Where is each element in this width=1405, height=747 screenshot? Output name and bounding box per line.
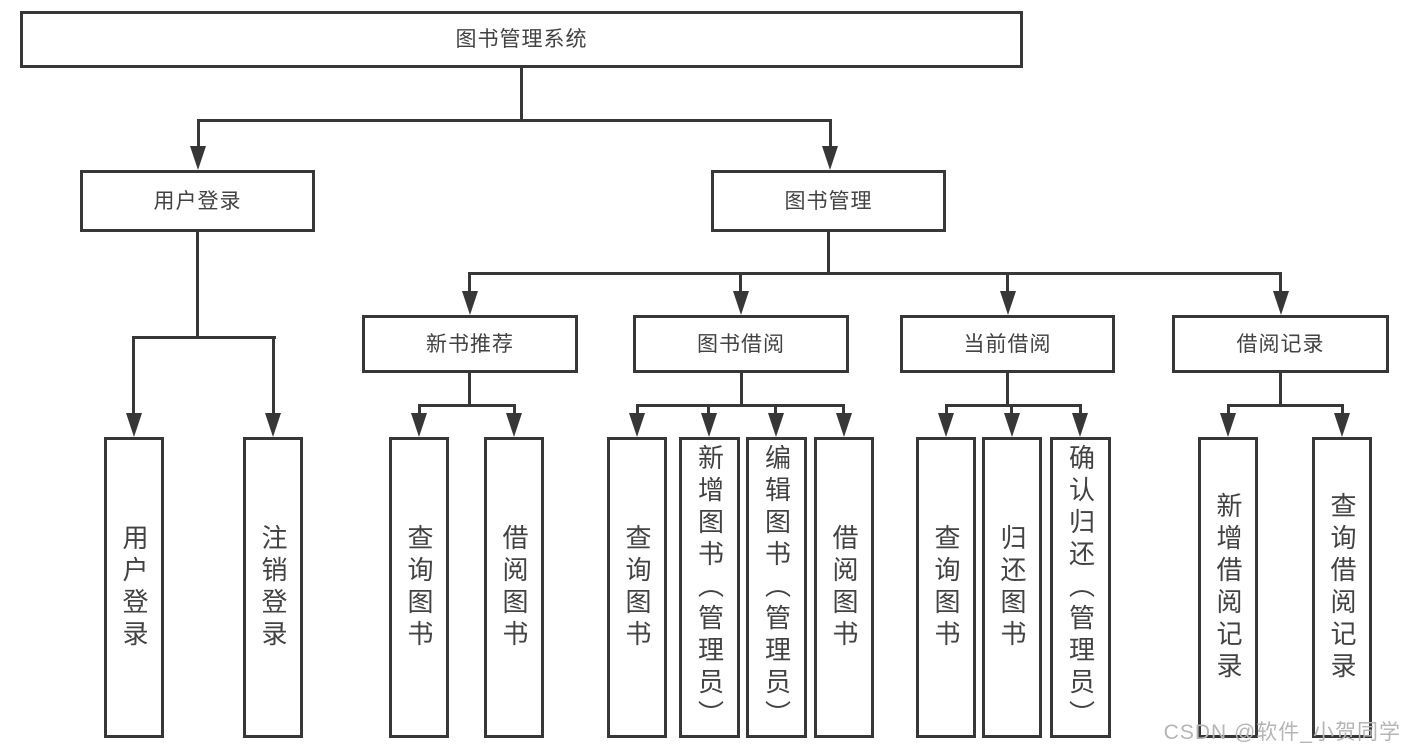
leaf-confirm-return-admin: 确认归还（管理员）: [1050, 437, 1111, 738]
csdn-watermark: CSDN @软件_小贺同学: [1163, 721, 1401, 744]
node-library-system: 图书管理系统: [20, 11, 1023, 68]
arrow-down-icon: [1220, 413, 1236, 437]
arrow-down-icon: [701, 413, 717, 437]
connector-line: [197, 119, 200, 149]
connector-line: [774, 404, 777, 416]
connector-line: [418, 404, 516, 407]
leaf-edit-books-admin: 编辑图书（管理员）: [746, 437, 807, 738]
connector-line: [468, 373, 471, 407]
arrow-down-icon: [506, 413, 522, 437]
arrow-down-icon: [126, 413, 142, 437]
node-user-login: 用户登录: [80, 170, 315, 232]
connector-line: [1341, 404, 1344, 416]
connector-line: [1010, 404, 1013, 416]
connector-line: [468, 272, 471, 294]
arrow-down-icon: [190, 146, 206, 170]
node-book-borrow: 图书借阅: [633, 315, 849, 373]
connector-line: [1279, 272, 1282, 294]
node-book-management: 图书管理: [711, 170, 946, 232]
connector-line: [1006, 373, 1009, 407]
connector-line: [827, 232, 830, 275]
arrow-down-icon: [733, 291, 749, 315]
connector-line: [272, 336, 275, 416]
connector-line: [945, 404, 1082, 407]
connector-line: [1279, 373, 1282, 407]
arrow-down-icon: [1000, 291, 1016, 315]
connector-line: [132, 336, 276, 339]
connector-line: [132, 336, 135, 416]
leaf-query-borrow-record: 查询借阅记录: [1312, 437, 1372, 738]
connector-line: [1079, 404, 1082, 416]
connector-line: [740, 373, 743, 407]
connector-line: [739, 272, 742, 294]
connector-line: [196, 232, 199, 339]
node-new-book-recommend: 新书推荐: [362, 315, 578, 373]
leaf-add-books-admin: 新增图书（管理员）: [679, 437, 740, 738]
arrow-down-icon: [462, 291, 478, 315]
connector-line: [636, 404, 639, 416]
leaf-logout: 注销登录: [243, 437, 303, 738]
leaf-borrow-books-1: 借阅图书: [484, 437, 544, 738]
connector-line: [1227, 404, 1344, 407]
connector-line: [636, 404, 845, 407]
connector-line: [842, 404, 845, 416]
connector-line: [468, 272, 1282, 275]
arrow-down-icon: [411, 413, 427, 437]
leaf-query-books-2: 查询图书: [607, 437, 667, 738]
arrow-down-icon: [822, 146, 838, 170]
arrow-down-icon: [1072, 413, 1088, 437]
leaf-query-books-3: 查询图书: [916, 437, 976, 738]
connector-line: [945, 404, 948, 416]
arrow-down-icon: [768, 413, 784, 437]
arrow-down-icon: [629, 413, 645, 437]
leaf-query-books-1: 查询图书: [389, 437, 449, 738]
connector-line: [197, 119, 832, 122]
arrow-down-icon: [265, 413, 281, 437]
leaf-add-borrow-record: 新增借阅记录: [1198, 437, 1258, 738]
node-borrow-records: 借阅记录: [1172, 315, 1389, 373]
node-current-borrow: 当前借阅: [900, 315, 1115, 373]
leaf-user-login: 用户登录: [104, 437, 164, 738]
connector-line: [1006, 272, 1009, 294]
arrow-down-icon: [836, 413, 852, 437]
connector-line: [1227, 404, 1230, 416]
connector-line: [418, 404, 421, 416]
arrow-down-icon: [938, 413, 954, 437]
arrow-down-icon: [1334, 413, 1350, 437]
connector-line: [513, 404, 516, 416]
arrow-down-icon: [1273, 291, 1289, 315]
connector-line: [829, 119, 832, 149]
connector-line: [520, 68, 523, 122]
leaf-return-books: 归还图书: [982, 437, 1042, 738]
connector-line: [707, 404, 710, 416]
arrow-down-icon: [1004, 413, 1020, 437]
leaf-borrow-books-2: 借阅图书: [814, 437, 874, 738]
